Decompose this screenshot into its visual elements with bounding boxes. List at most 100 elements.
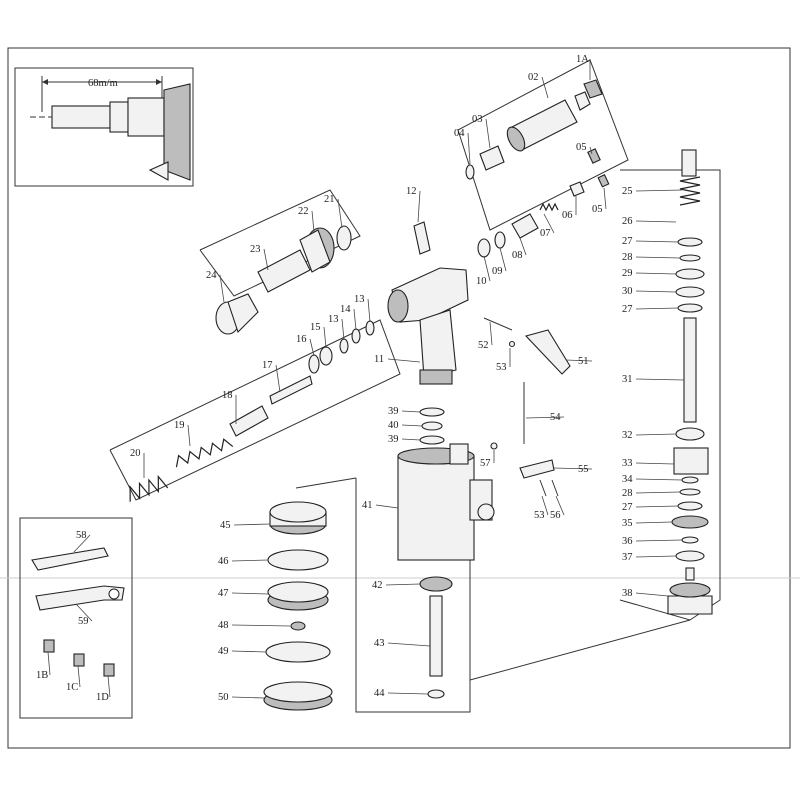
column-frame xyxy=(619,169,721,621)
piston-frame xyxy=(109,319,401,501)
part-44-oring xyxy=(427,689,445,699)
part-43-tube xyxy=(429,595,443,677)
part-34-ring xyxy=(681,476,699,484)
part-label-39a: 39 xyxy=(388,406,399,417)
part-21-oring xyxy=(336,225,352,251)
leader-line-38 xyxy=(635,592,669,597)
part-17-piston-rod xyxy=(269,375,313,405)
leader-line-09 xyxy=(499,247,507,272)
part-label-20: 20 xyxy=(130,448,141,459)
part-label-52: 52 xyxy=(478,340,489,351)
part-57-plug xyxy=(490,442,498,450)
part-label-25: 25 xyxy=(622,186,633,197)
part-label-1B: 1B xyxy=(36,670,48,681)
leader-line-49 xyxy=(231,650,267,653)
leader-line-23 xyxy=(263,248,269,271)
part-05-jaw-a xyxy=(587,148,601,164)
part-label-13b: 13 xyxy=(328,314,339,325)
part-label-51: 51 xyxy=(578,356,589,367)
part-label-18: 18 xyxy=(222,390,233,401)
part-51-trigger xyxy=(524,329,571,375)
leader-line-1D xyxy=(107,675,111,698)
part-label-05b: 05 xyxy=(592,204,603,215)
head-frame xyxy=(199,189,361,297)
outer-frame xyxy=(7,47,791,749)
part-59-wrench xyxy=(35,585,125,611)
part-label-29: 29 xyxy=(622,268,633,279)
part-42-nut xyxy=(419,576,453,592)
part-label-02: 02 xyxy=(528,72,539,83)
callout-labels: 1A02030405050607080910111213131415161718… xyxy=(36,54,685,703)
part-label-27c: 27 xyxy=(622,502,633,513)
leader-line-13b xyxy=(341,318,345,341)
part-label-1D: 1D xyxy=(96,692,109,703)
part-1b-jaw xyxy=(43,639,55,653)
leader-line-29 xyxy=(635,272,677,275)
part-label-36: 36 xyxy=(622,536,633,547)
inset-dimension: 68m/m xyxy=(88,78,118,89)
part-39-ring-b xyxy=(419,435,445,445)
part-label-26: 26 xyxy=(622,216,633,227)
part-label-1C: 1C xyxy=(66,682,78,693)
part-10-nut xyxy=(477,238,491,258)
leader-line-12 xyxy=(417,190,421,223)
part-label-04: 04 xyxy=(454,128,465,139)
part-label-43: 43 xyxy=(374,638,385,649)
part-label-50: 50 xyxy=(218,692,229,703)
part-26-spring xyxy=(679,176,701,206)
part-31-shaft xyxy=(683,317,697,423)
leader-line-35 xyxy=(635,521,673,524)
part-36-washer xyxy=(681,536,699,544)
part-27-ring-a xyxy=(677,237,703,247)
part-07-spring xyxy=(539,202,559,212)
part-label-17: 17 xyxy=(262,360,273,371)
leader-line-54 xyxy=(525,416,565,419)
leader-line-11 xyxy=(387,358,421,363)
inset-detail: 68m/m xyxy=(14,67,194,187)
leader-line-25 xyxy=(635,189,683,192)
tools-frame xyxy=(19,517,133,719)
part-label-09: 09 xyxy=(492,266,503,277)
part-label-57: 57 xyxy=(480,458,491,469)
part-53-screw-a xyxy=(508,340,516,348)
part-50-end-cap xyxy=(263,681,333,711)
leader-line-27a xyxy=(635,240,679,243)
leader-line-34 xyxy=(635,478,683,481)
leader-line-1B xyxy=(47,651,51,676)
part-49-oring xyxy=(265,641,331,663)
leader-line-14 xyxy=(353,308,357,331)
leader-line-58 xyxy=(73,534,91,553)
part-label-55: 55 xyxy=(578,464,589,475)
part-28-ring-a xyxy=(679,254,701,262)
part-09-washer xyxy=(494,231,506,249)
part-14-oring xyxy=(351,328,361,344)
part-label-08: 08 xyxy=(512,250,523,261)
part-label-28a: 28 xyxy=(622,252,633,263)
part-11-gun-body xyxy=(387,267,469,385)
part-label-24: 24 xyxy=(206,270,217,281)
part-53-screw-b xyxy=(539,479,547,497)
part-label-44: 44 xyxy=(374,688,385,699)
part-label-12: 12 xyxy=(406,186,417,197)
part-1c-jaw xyxy=(73,653,85,667)
leader-line-21 xyxy=(337,198,343,229)
part-label-37: 37 xyxy=(622,552,633,563)
leader-line-16 xyxy=(309,338,315,357)
leader-line-10 xyxy=(483,255,491,282)
part-label-39b: 39 xyxy=(388,434,399,445)
part-37-oring xyxy=(675,550,705,562)
part-label-47: 47 xyxy=(218,588,229,599)
part-label-19: 19 xyxy=(174,420,185,431)
leader-line-31 xyxy=(635,378,685,381)
leader-line-37 xyxy=(635,555,677,558)
part-label-33: 33 xyxy=(622,458,633,469)
part-46-oring xyxy=(267,549,329,571)
leader-line-13a xyxy=(367,298,371,323)
part-label-46: 46 xyxy=(218,556,229,567)
leader-line-55 xyxy=(553,467,593,470)
part-33-body xyxy=(673,447,709,475)
leader-line-41 xyxy=(375,504,399,509)
leader-line-17 xyxy=(275,364,281,393)
part-08-jaw-pusher xyxy=(511,213,539,239)
part-label-15: 15 xyxy=(310,322,321,333)
